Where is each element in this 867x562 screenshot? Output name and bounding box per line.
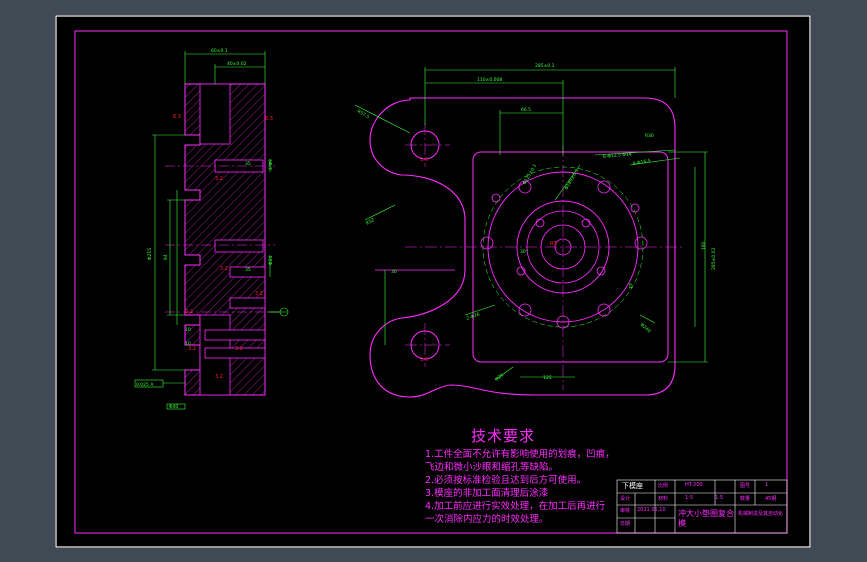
svg-text:10: 10 — [185, 341, 191, 347]
svg-text:285±0.1: 285±0.1 — [535, 63, 555, 69]
svg-text:1.6: 1.6 — [420, 357, 428, 363]
svg-text:Φ240: Φ240 — [639, 322, 652, 334]
title-block-count-value: 1:5 — [715, 495, 724, 501]
title-block-part-name: 下模座 — [622, 482, 643, 490]
svg-text:2-Φ26: 2-Φ26 — [466, 311, 481, 321]
svg-text:3.2: 3.2 — [255, 291, 263, 297]
svg-text:125: 125 — [543, 375, 552, 381]
title-block-count-label: 数量 — [740, 496, 751, 502]
plan-view: 285±0.1 110±0.008 66.5 R57.5 285±0.02 18… — [354, 63, 717, 398]
side-section-view: 60±0.1 40±0.02 Φ215 0.025 A 84 4-Φ9 Φ24 … — [134, 48, 289, 410]
drawing-sheet: 60±0.1 40±0.02 Φ215 0.025 A 84 4-Φ9 Φ24 … — [55, 15, 811, 548]
tech-line-2: 飞边和微小沙眼和缩孔等缺陷。 — [425, 462, 559, 473]
tech-line-1: 1.工件全面不允许有影响使用的划痕，凹痕， — [425, 449, 615, 460]
svg-text:Φ125±0.1: Φ125±0.1 — [522, 163, 539, 186]
title-block-scale-label: 比例 — [658, 483, 669, 489]
title-block-drawing-number: 图号 — [740, 483, 751, 489]
drawing-canvas: 60±0.1 40±0.02 Φ215 0.025 A 84 4-Φ9 Φ24 … — [55, 15, 811, 548]
svg-text:10: 10 — [185, 327, 191, 333]
title-block-scale: 1:5 — [685, 495, 694, 501]
inner-frame — [74, 30, 788, 534]
svg-text:R30: R30 — [645, 133, 654, 139]
title-block-date: 2021.05.10 — [637, 507, 666, 513]
title-block-scale-value: 1 — [765, 482, 769, 488]
svg-text:60±0.1: 60±0.1 — [211, 48, 228, 54]
svg-text:Φ40: Φ40 — [169, 404, 178, 410]
svg-text:Φ215: Φ215 — [147, 248, 153, 260]
svg-text:6-Φ12.5 Φ14: 6-Φ12.5 Φ14 — [603, 151, 632, 159]
svg-text:Φ24: Φ24 — [268, 256, 274, 265]
svg-text:30: 30 — [391, 269, 397, 275]
svg-text:66.5: 66.5 — [521, 107, 531, 113]
svg-text:6.3: 6.3 — [173, 114, 181, 120]
title-block-reviewer: 审核 — [620, 508, 631, 514]
title-block-designer: 设计 — [620, 496, 631, 502]
svg-text:R26: R26 — [494, 372, 505, 382]
svg-text:3.2: 3.2 — [188, 346, 196, 352]
title-block-material-value: 45钢 — [765, 496, 777, 502]
title-block — [616, 479, 788, 534]
svg-text:0.025 A: 0.025 A — [136, 382, 154, 388]
svg-text:3.2: 3.2 — [215, 176, 223, 182]
svg-text:3.2: 3.2 — [220, 266, 228, 272]
tech-requirements-title: 技术要求 — [471, 427, 536, 445]
title-block-material: HT-200 — [685, 482, 703, 488]
svg-text:4-Φ16.5: 4-Φ16.5 — [632, 158, 651, 167]
svg-text:R52: R52 — [365, 217, 376, 227]
svg-text:84: 84 — [163, 254, 169, 260]
svg-text:R57.5: R57.5 — [356, 109, 371, 121]
svg-text:3.2: 3.2 — [215, 374, 223, 380]
svg-text:3.2: 3.2 — [185, 309, 193, 315]
svg-text:Φ180±0.1: Φ180±0.1 — [564, 168, 581, 191]
tech-line-3: 2.必须按标准检验且达到后方可使用。 — [425, 475, 587, 486]
title-block-company: 冲大小垫圈复合模 — [678, 509, 734, 528]
svg-text:4-Φ9: 4-Φ9 — [268, 159, 274, 170]
tech-line-6: 一次消除内应力的时效处理。 — [425, 514, 549, 525]
svg-text:40±0.02: 40±0.02 — [227, 61, 247, 67]
outer-frame — [55, 15, 811, 548]
svg-text:6.3: 6.3 — [265, 116, 273, 122]
svg-text:110±0.008: 110±0.008 — [477, 77, 502, 83]
tech-line-4: 3.模座的非加工面清理后涂漆 — [425, 488, 549, 499]
svg-text:R3: R3 — [550, 241, 557, 247]
svg-text:44: 44 — [627, 283, 633, 289]
tech-line-5: 4.加工前应进行实效处理，在加工后再进行 — [425, 501, 606, 512]
title-block-date-label: 日期 — [620, 521, 631, 527]
svg-text:35: 35 — [245, 267, 251, 273]
svg-text:285±0.02: 285±0.02 — [711, 247, 717, 270]
svg-text:35: 35 — [245, 161, 251, 167]
title-block-school: 机械制造及其自动化 — [738, 511, 784, 517]
svg-text:30°: 30° — [520, 249, 528, 255]
svg-text:3.2: 3.2 — [235, 346, 243, 352]
svg-text:180: 180 — [701, 241, 707, 250]
svg-text:1.6: 1.6 — [420, 157, 428, 163]
title-block-material-label: 材料 — [658, 496, 669, 502]
